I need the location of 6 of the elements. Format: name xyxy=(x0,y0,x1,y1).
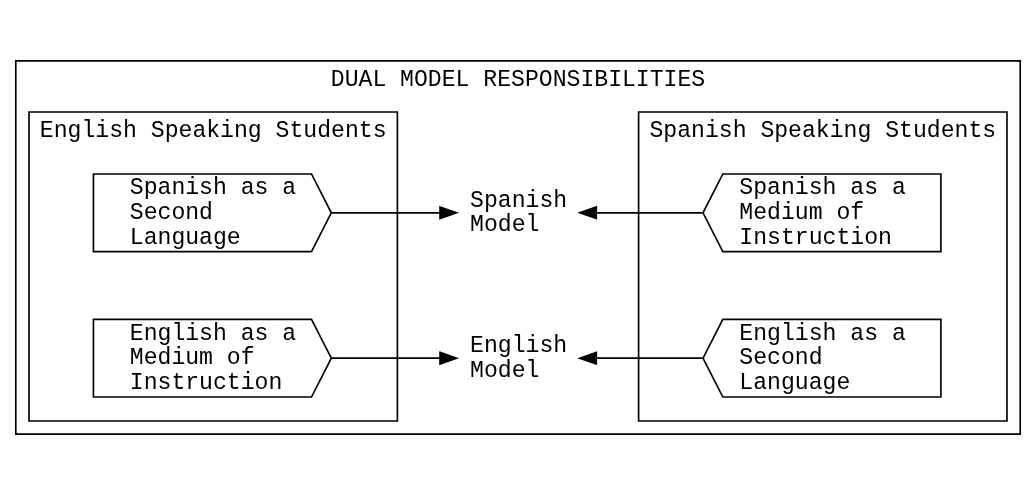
arrow xyxy=(330,205,460,220)
arrow xyxy=(577,351,704,366)
arrow xyxy=(330,351,460,366)
arrow xyxy=(577,205,704,220)
node-text: English Model xyxy=(470,332,568,384)
node-text: Spanish Model xyxy=(470,187,568,239)
